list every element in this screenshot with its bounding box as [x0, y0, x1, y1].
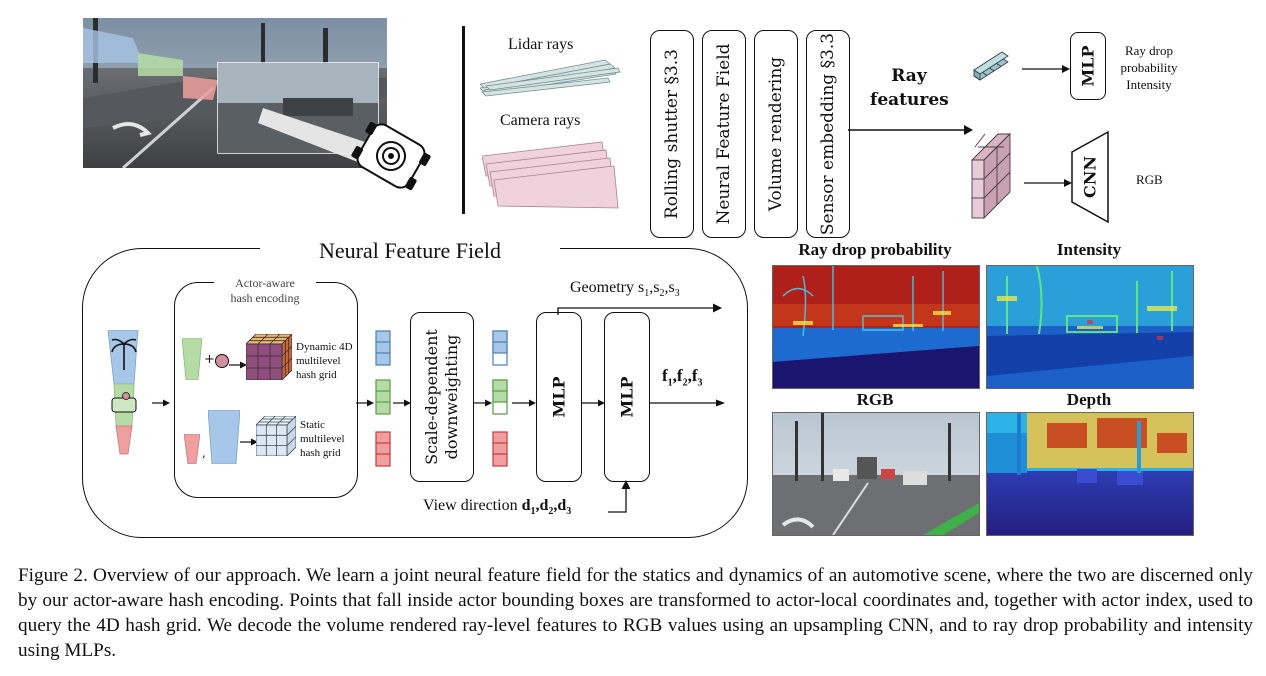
- depth-title: Depth: [1066, 390, 1112, 409]
- dynamic-input-icon: [181, 337, 203, 381]
- input-ray-icon: [104, 329, 144, 456]
- volume-rendering-label: Volume rendering: [766, 56, 786, 212]
- rgb-image: [772, 412, 980, 536]
- hash-encoding-frame: [174, 282, 358, 498]
- hash-output-arrow: [356, 393, 374, 407]
- input-arrow: [152, 393, 170, 407]
- volume-rendering-box: Volume rendering: [754, 30, 798, 238]
- vertical-divider: [462, 26, 465, 214]
- neural-feature-field-label: Neural Feature Field: [714, 43, 734, 225]
- encoded-feature-vectors: [375, 330, 391, 470]
- red-ray-region: [183, 76, 218, 100]
- dynamic-grid-label: Dynamic 4D multilevel hash grid: [296, 341, 353, 381]
- downweighting-box: Scale-dependent downweighting: [410, 312, 474, 482]
- intensity-title: Intensity: [1056, 240, 1122, 259]
- depth-image: [986, 412, 1194, 536]
- mlp1-box: MLP: [536, 312, 582, 482]
- downweighting-label-2: downweighting: [442, 334, 461, 460]
- mlp1-to-mlp2-arrow: [581, 393, 605, 407]
- comma-separator: ,: [202, 446, 206, 460]
- mlp2-box: MLP: [604, 312, 650, 482]
- cnn-output-label: RGB: [1136, 172, 1163, 187]
- downweighting-label-1: Scale-dependent: [422, 329, 441, 465]
- static-arrow: [240, 432, 258, 446]
- weighted-feature-vectors: [492, 330, 508, 470]
- nff-title: Neural Feature Field: [260, 238, 560, 264]
- ray-drop-image: [772, 265, 980, 389]
- camera-rays-stack: [481, 136, 622, 212]
- dynamic-hash-grid-icon: [245, 333, 293, 381]
- green-ray-region: [138, 53, 183, 76]
- rolling-shutter-box: Rolling shutter §3.3: [650, 30, 694, 238]
- camera-rays-label: Camera rays: [500, 112, 581, 129]
- ray-features-label: Ray features: [870, 66, 949, 110]
- lidar-rays-stack: [479, 58, 625, 98]
- static-grid-label: Static multilevel hash grid: [300, 419, 345, 459]
- intensity-image: [986, 265, 1194, 389]
- mlp-head-box: MLP: [1070, 32, 1106, 100]
- features-arrow: [649, 393, 725, 407]
- to-downweighting-arrow: [393, 393, 411, 407]
- figure-caption: Figure 2. Overview of our approach. We l…: [18, 565, 1253, 661]
- sensor-embedding-box: Sensor embedding §3.3: [806, 30, 850, 238]
- ray-features-arrow: [848, 122, 973, 138]
- mlp-arrow: [1022, 60, 1070, 73]
- rgb-title: RGB: [856, 390, 894, 409]
- static-hash-grid-icon: [255, 415, 297, 457]
- actor-index-dot: [215, 354, 229, 368]
- rolling-shutter-label: Rolling shutter §3.3: [662, 49, 682, 219]
- plus-sign: +: [204, 352, 215, 367]
- to-mlp1-arrow: [512, 393, 536, 407]
- neural-feature-field-box: Neural Feature Field: [702, 30, 746, 238]
- view-direction-arrow: [606, 478, 631, 514]
- scene-photo: [83, 18, 387, 170]
- dynamic-arrow: [229, 355, 247, 369]
- features-label: f1,f2,f3: [662, 366, 703, 389]
- mlp-outputs: Ray drop probability Intensity: [1120, 43, 1178, 92]
- lidar-rays-label: Lidar rays: [508, 36, 574, 53]
- static-input-red-icon: [183, 433, 201, 465]
- static-input-blue-icon: [207, 409, 241, 465]
- geometry-arrow: [556, 300, 722, 315]
- ray-feature-vector-icon: [972, 48, 1012, 84]
- ray-drop-title: Ray drop probability: [798, 240, 952, 259]
- geometry-label: Geometry s1,s2,s3: [570, 279, 680, 300]
- blue-ray-region: [83, 28, 143, 63]
- view-direction-label: View direction d1,d2,d3: [423, 497, 572, 518]
- sensor-embedding-label: Sensor embedding §3.3: [818, 32, 838, 236]
- from-downweighting-arrow: [474, 393, 492, 407]
- cnn-arrow: [1024, 174, 1072, 187]
- car-icon: [348, 118, 434, 194]
- hash-encoding-title: Actor-aware hash encoding: [214, 276, 316, 306]
- cnn-head-box: CNN: [1070, 130, 1110, 224]
- feature-map-cube-icon: [970, 130, 1014, 222]
